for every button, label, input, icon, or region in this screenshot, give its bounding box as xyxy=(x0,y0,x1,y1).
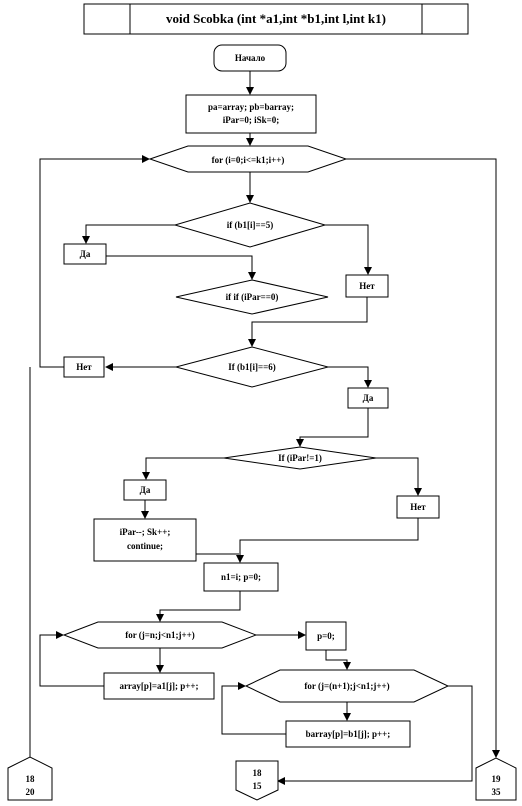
decision-b1-eq-5-label: if (b1[i]==5) xyxy=(227,220,274,230)
loop-i-hexagon: for (i=0;i<=k1;i++) xyxy=(148,145,348,173)
offpage-connector-2: 18 15 xyxy=(235,760,279,801)
copy-b-text: barray[p]=b1[j]; p++; xyxy=(306,729,391,739)
connector-3-top: 19 xyxy=(492,774,502,784)
assign-text: n1=i; p=0; xyxy=(221,572,261,582)
decision-ipar-eq-0-label: if if (iPar==0) xyxy=(226,292,279,302)
function-signature: void Scobka (int *a1,int *b1,int l,int k… xyxy=(166,11,386,26)
p-zero-process: p=0; xyxy=(305,621,347,651)
no-box-1: Нет xyxy=(345,274,389,298)
function-header: void Scobka (int *a1,int *b1,int l,int k… xyxy=(83,3,469,35)
yes-box-3: Да xyxy=(123,479,167,501)
yes-label-3: Да xyxy=(140,485,151,495)
connector-1-bottom: 20 xyxy=(26,787,36,797)
action-process: iPar--; Sk++; continue; xyxy=(93,518,197,562)
init-text-line1: pa=array; pb=barray; xyxy=(208,102,294,112)
copy-a-process: array[p]=a1[j]; p++; xyxy=(103,672,215,700)
no-box-2: Нет xyxy=(63,356,105,378)
loop-j2-hexagon: for (j=(n+1);j<n1;j++) xyxy=(244,669,450,703)
connector-2-bottom: 15 xyxy=(253,781,263,791)
decision-ipar-ne-1: If (iPar!=1) xyxy=(223,446,377,470)
yes-label-1: Да xyxy=(80,249,91,259)
loop-i-label: for (i=0;i<=k1;i++) xyxy=(212,155,285,165)
loop-j1-label: for (j=n;j<n1;j++) xyxy=(125,630,195,640)
loop-j2-label: for (j=(n+1);j<n1;j++) xyxy=(304,681,389,691)
no-label-1: Нет xyxy=(359,281,375,291)
loop-j1-hexagon: for (j=n;j<n1;j++) xyxy=(62,621,258,649)
no-label-3: Нет xyxy=(410,502,426,512)
yes-label-2: Да xyxy=(363,393,374,403)
offpage-connector-3: 19 35 xyxy=(475,757,517,801)
assign-process: n1=i; p=0; xyxy=(203,562,279,592)
no-label-2: Нет xyxy=(76,362,92,372)
offpage-connector-1: 18 20 xyxy=(7,756,53,801)
decision-b1-eq-5: if (b1[i]==5) xyxy=(173,202,327,248)
decision-b1-eq-6: If (b1[i]==6) xyxy=(174,346,330,388)
init-text-line2: iPar=0; iSk=0; xyxy=(223,115,280,125)
action-text-line2: continue; xyxy=(127,541,163,551)
p-zero-text: p=0; xyxy=(317,631,335,641)
no-box-3: Нет xyxy=(396,495,440,519)
copy-b-process: barray[p]=b1[j]; p++; xyxy=(285,720,411,748)
action-text-line1: iPar--; Sk++; xyxy=(120,527,171,537)
start-terminator: Начало xyxy=(213,44,287,72)
copy-a-text: array[p]=a1[j]; p++; xyxy=(119,681,198,691)
init-process: pa=array; pb=barray; iPar=0; iSk=0; xyxy=(185,94,317,134)
yes-box-1: Да xyxy=(63,243,107,265)
connector-3-bottom: 35 xyxy=(492,787,502,797)
decision-ipar-eq-0: if if (iPar==0) xyxy=(175,279,329,315)
decision-b1-eq-6-label: If (b1[i]==6) xyxy=(228,362,276,372)
decision-ipar-ne-1-label: If (iPar!=1) xyxy=(278,453,322,463)
connector-2-top: 18 xyxy=(253,768,263,778)
connector-1-top: 18 xyxy=(26,774,36,784)
start-label: Начало xyxy=(235,53,266,63)
yes-box-2: Да xyxy=(347,387,389,409)
